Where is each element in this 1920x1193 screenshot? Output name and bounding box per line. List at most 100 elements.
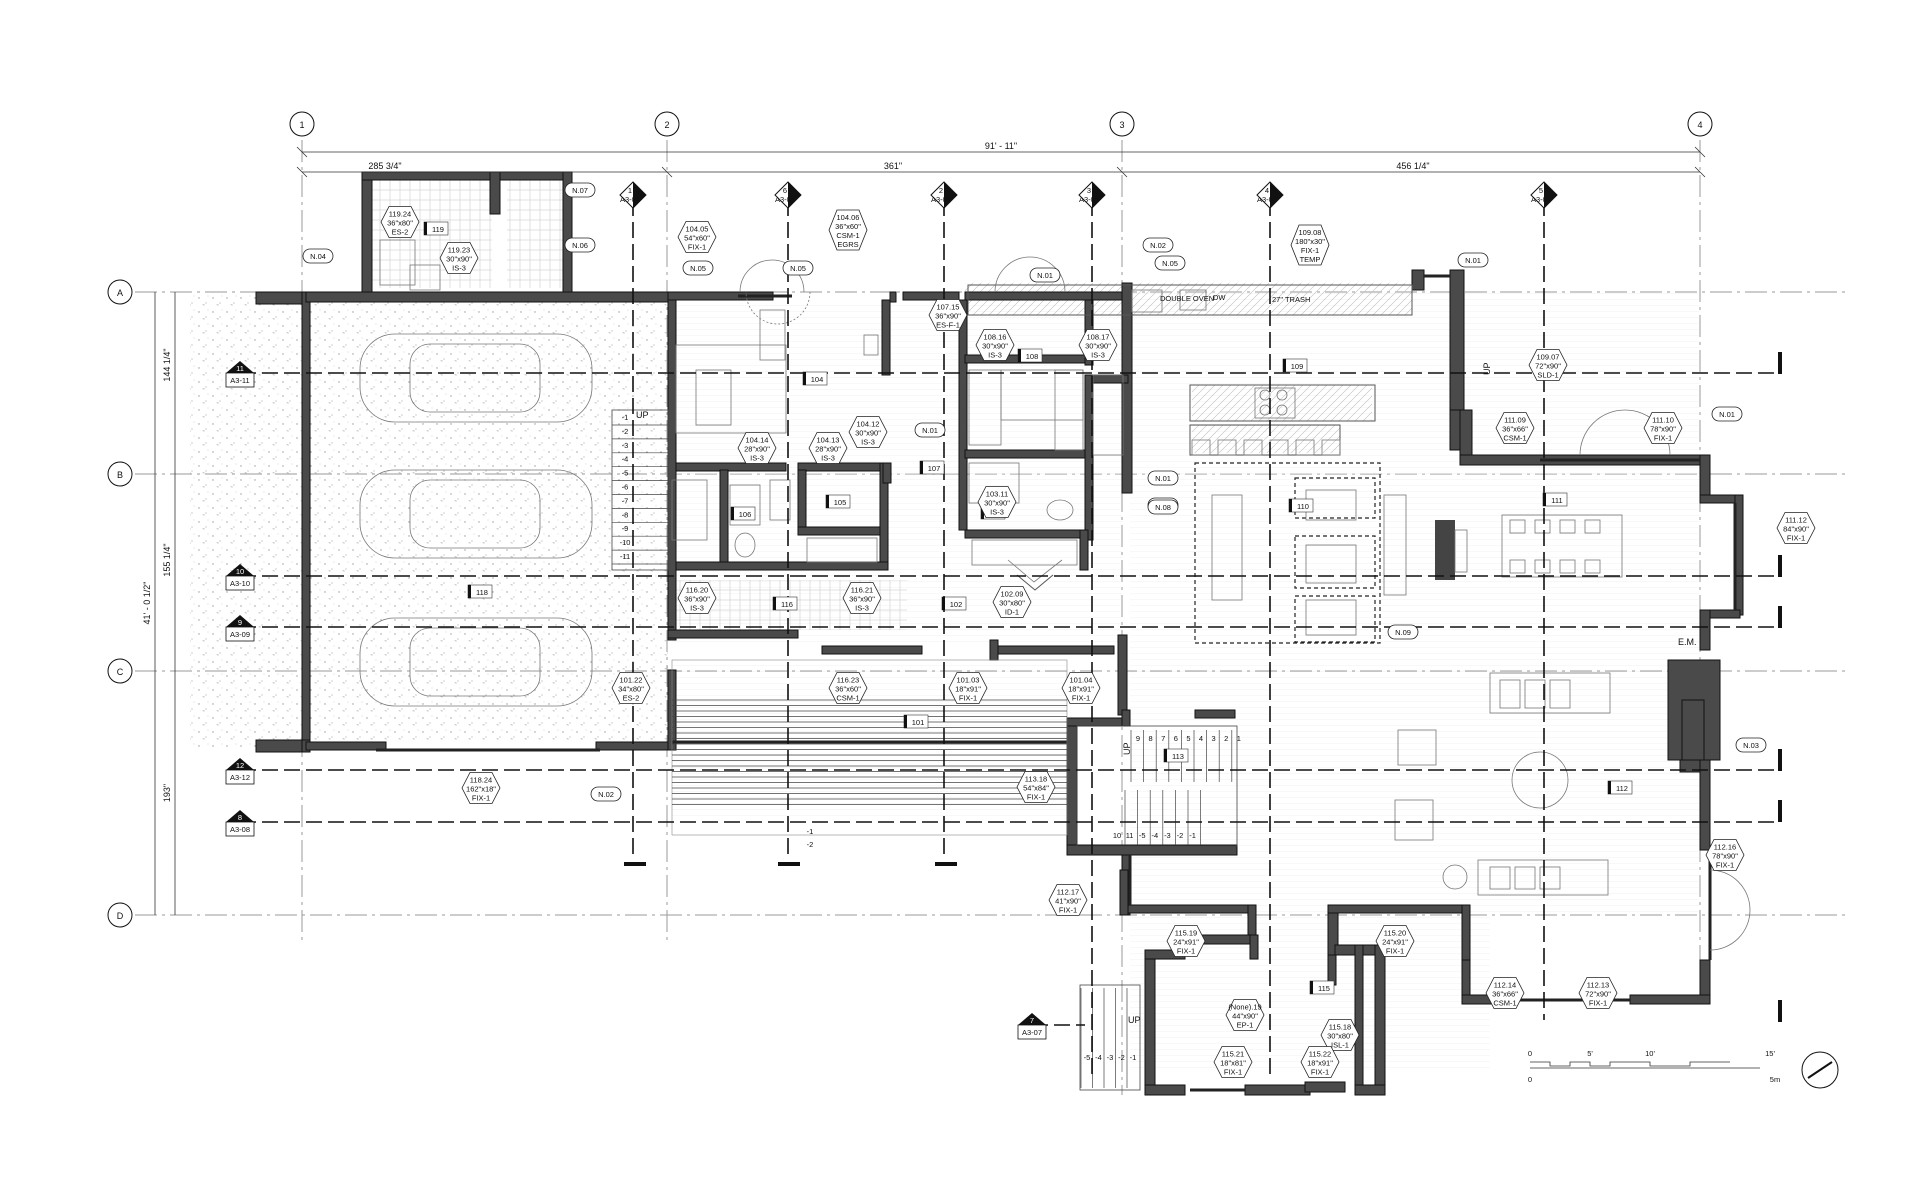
opening-tag-line: 180"x30" — [1295, 237, 1325, 246]
room-tag-text: 102 — [950, 600, 963, 609]
stair-up-step: 4 — [1199, 734, 1203, 743]
room-tag: 104 — [802, 371, 828, 386]
opening-tag-line: 36"x80" — [387, 219, 413, 228]
opening-tag-line: IS-3 — [990, 508, 1004, 517]
electric-meter-label: E.M. — [1678, 637, 1697, 647]
room-tag-text: 105 — [834, 498, 847, 507]
opening-tag-line: 102.09 — [1001, 590, 1024, 599]
opening-tag-line: EP-1 — [1237, 1021, 1254, 1030]
note-pill-text: N.02 — [598, 790, 614, 799]
room-tag: 111 — [1542, 492, 1568, 507]
opening-tag-line: FIX-1 — [1311, 1068, 1329, 1077]
opening-tag-line: 118.24 — [470, 776, 492, 785]
section-tag: 7 A3-07 — [1017, 1013, 1047, 1040]
opening-tag-line: 119.24 — [389, 210, 411, 219]
garage-stair-step: -8 — [622, 510, 629, 519]
opening-tag-line: FIX-1 — [1654, 434, 1672, 443]
stair-up-step: 2 — [1224, 734, 1228, 743]
grid-row-label: A — [117, 288, 123, 298]
room-tag: 109 — [1282, 358, 1308, 373]
garage-stair-step: -7 — [622, 496, 629, 505]
opening-tag-line: 36"x90" — [849, 595, 875, 604]
opening-tag-line: 101.22 — [620, 676, 643, 685]
section-tag: 12 A3-12 — [225, 758, 255, 785]
front-stair-step: -2 — [1118, 1053, 1125, 1062]
grid-row-label: B — [117, 470, 123, 480]
opening-tag-line: 104.14 — [746, 436, 769, 445]
stair-up-step: 7 — [1161, 734, 1165, 743]
stair-down-step: -2 — [1177, 831, 1184, 840]
opening-tag-line: 113.18 — [1025, 775, 1047, 784]
note-pill-text: N.01 — [922, 426, 938, 435]
room-tag: 118 — [467, 584, 493, 599]
scale-tick-label: 0 — [1528, 1049, 1532, 1058]
opening-tag-line: FIX-1 — [959, 694, 977, 703]
room-tag-text: 107 — [928, 464, 941, 473]
section-tag: 10 A3-10 — [225, 564, 255, 591]
grid-column-label: 1 — [299, 120, 304, 130]
note-pill: N.01 — [1029, 267, 1061, 283]
dimension-text: 456 1/4" — [1396, 161, 1429, 171]
room-tag-text: 111 — [1551, 496, 1562, 505]
room-tag-text: 109 — [1291, 362, 1304, 371]
dimension-overall: 91' - 11" — [985, 141, 1017, 151]
note-pill-text: N.01 — [1465, 256, 1481, 265]
opening-tag-line: 108.16 — [984, 333, 1007, 342]
opening-tag-line: 107.15 — [937, 303, 960, 312]
room-tag: 116 — [772, 596, 798, 611]
front-stair-step: -5 — [1084, 1053, 1091, 1062]
note-pill-text: N.04 — [310, 252, 326, 261]
note-pill: N.08 — [1147, 499, 1179, 515]
grid-column-bubbles: 1 2 3 4 — [289, 111, 1713, 137]
stair-down-step: -4 — [1151, 831, 1158, 840]
room-tag-text: 112 — [1616, 784, 1628, 793]
opening-tag-line: 115.22 — [1309, 1050, 1331, 1059]
grid-row-label: C — [117, 667, 124, 677]
room-tag: 101 — [903, 714, 929, 729]
opening-tag-line: CSM-1 — [836, 231, 859, 240]
opening-tag-line: ID-1 — [1005, 608, 1019, 617]
section-tags: 11 A3-11 10 A3-10 9 A3-09 12 A3-12 8 A3-… — [225, 361, 1047, 1040]
room-tag: 108 — [1017, 348, 1043, 363]
room-tag-text: 108 — [1026, 352, 1039, 361]
opening-tag-line: 54"x84" — [1023, 784, 1049, 793]
opening-tag-line: FIX-1 — [1177, 947, 1195, 956]
stair-up-step: 8 — [1149, 734, 1153, 743]
opening-tag-line: IS-3 — [861, 438, 875, 447]
scale-tick-label: 10' — [1645, 1049, 1655, 1058]
trash-label: 27" TRASH — [1272, 295, 1310, 304]
grid-column-label: 2 — [664, 120, 669, 130]
note-pill: N.01 — [1457, 252, 1489, 268]
section-tag-number: 9 — [238, 618, 242, 627]
room-tag-text: 101 — [912, 718, 925, 727]
opening-tag-line: 111.12 — [1785, 516, 1807, 525]
room-tag-text: 113 — [1172, 752, 1184, 761]
garage-stair-step: -1 — [622, 413, 629, 422]
opening-tag-line: 30"x90" — [855, 429, 881, 438]
dimension-text: 91' - 11" 285 3/4" 361" 456 1/4" 144 1/4… — [142, 141, 1430, 802]
note-pill-text: N.07 — [572, 186, 588, 195]
note-pill: N.04 — [302, 248, 334, 264]
opening-tag-line: 116.21 — [851, 586, 873, 595]
room-tag: 113 — [1163, 748, 1189, 763]
opening-tag-line: IS-3 — [1091, 351, 1105, 360]
note-pill: N.07 — [564, 182, 596, 198]
garage-stair-step: -9 — [622, 524, 629, 533]
opening-tag-line: FIX-1 — [1787, 534, 1805, 543]
garage-stair-step: -10 — [620, 538, 631, 547]
main-stair-up-label: UP — [1122, 742, 1132, 755]
room-tag: 107 — [919, 460, 945, 475]
opening-tag-line: 116.20 — [686, 586, 708, 595]
room-tag: 112 — [1607, 780, 1633, 795]
elevation-tag: 1 A3-01 — [619, 181, 647, 209]
section-tag-number: 7 — [1030, 1016, 1034, 1025]
